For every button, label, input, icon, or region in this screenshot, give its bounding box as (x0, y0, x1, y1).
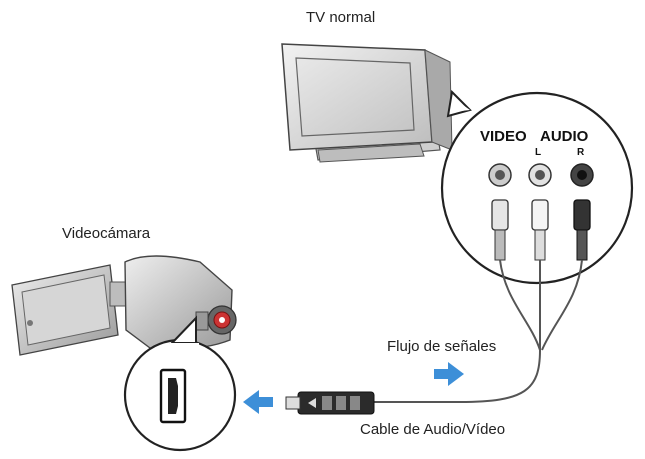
camcorder-label: Videocámara (62, 225, 151, 242)
signal-flow-arrow-right (434, 362, 464, 386)
rca-jack-video (488, 163, 512, 187)
cable-label: Cable de Audio/Vídeo (360, 421, 506, 438)
rca-jack-audio-right (570, 163, 594, 187)
rca-jack-audio-left (528, 163, 552, 187)
camcorder-icon (11, 255, 237, 356)
audio-left-label: L (535, 147, 542, 158)
video-port-label: VIDEO (480, 128, 527, 145)
crt-tv-icon (281, 43, 453, 163)
av-connector (285, 391, 375, 415)
signal-flow-label: Flujo de señales (387, 338, 497, 355)
av-cable (372, 259, 583, 403)
rca-plug-video (491, 199, 509, 261)
audio-port-label: AUDIO (540, 128, 589, 145)
tv-label: TV normal (306, 9, 376, 26)
audio-right-label: R (577, 147, 585, 158)
rca-plug-audio-right (573, 199, 591, 261)
rca-plug-audio-left (531, 199, 549, 261)
hdmi-port-icon (159, 368, 187, 424)
signal-flow-arrow-left (243, 390, 273, 414)
